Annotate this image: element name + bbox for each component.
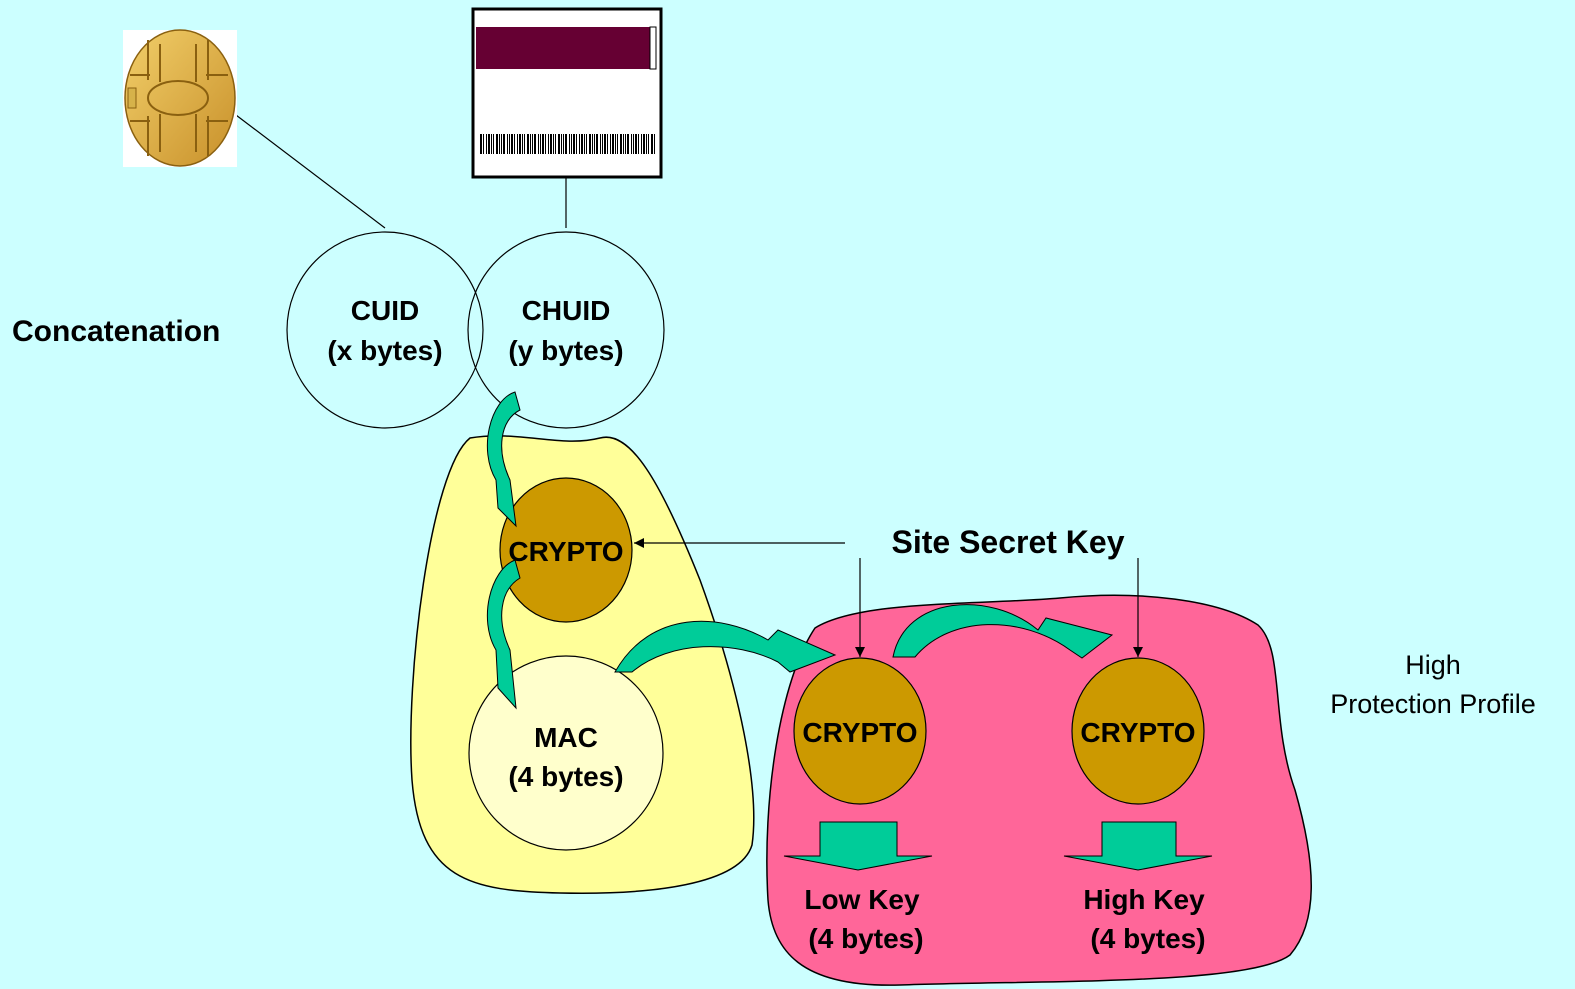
down-arrow-low-key <box>783 821 933 871</box>
crypto-low-label: CRYPTO <box>802 717 917 748</box>
id-card-barcode-icon <box>471 7 663 179</box>
high-key-size-label: (4 bytes) <box>1090 923 1205 954</box>
low-key-label: Low Key <box>804 884 920 915</box>
flow-arrow-chuid-to-crypto <box>486 391 521 528</box>
crypto-top-label: CRYPTO <box>508 536 623 567</box>
flow-arrow-mac-to-low-crypto <box>614 620 837 673</box>
site-secret-key-label: Site Secret Key <box>891 524 1124 560</box>
chuid-size-label: (y bytes) <box>508 335 623 366</box>
cuid-size-label: (x bytes) <box>327 335 442 366</box>
low-key-size-label: (4 bytes) <box>808 923 923 954</box>
flow-arrow-low-to-high-crypto <box>892 604 1114 659</box>
flow-arrow-crypto-to-mac <box>486 559 521 710</box>
cuid-label: CUID <box>351 295 419 326</box>
mac-size-label: (4 bytes) <box>508 761 623 792</box>
concatenation-label: Concatenation <box>12 315 220 348</box>
mac-circle <box>468 655 664 851</box>
crypto-high-circle <box>1071 657 1205 805</box>
mac-label: MAC <box>534 722 598 753</box>
crypto-low-circle <box>793 657 927 805</box>
crypto-high-label: CRYPTO <box>1080 717 1195 748</box>
crypto-top-circle <box>499 477 633 623</box>
down-arrow-high-key <box>1063 821 1213 871</box>
smart-card-chip-icon <box>123 29 237 167</box>
barcode <box>480 134 655 154</box>
profile-label-line2: Protection Profile <box>1330 689 1536 719</box>
chuid-circle <box>467 231 665 429</box>
chip-connector-line <box>231 111 386 229</box>
high-key-label: High Key <box>1083 884 1205 915</box>
profile-label-line1: High <box>1405 650 1461 680</box>
cuid-circle <box>286 231 484 429</box>
chuid-label: CHUID <box>522 295 611 326</box>
